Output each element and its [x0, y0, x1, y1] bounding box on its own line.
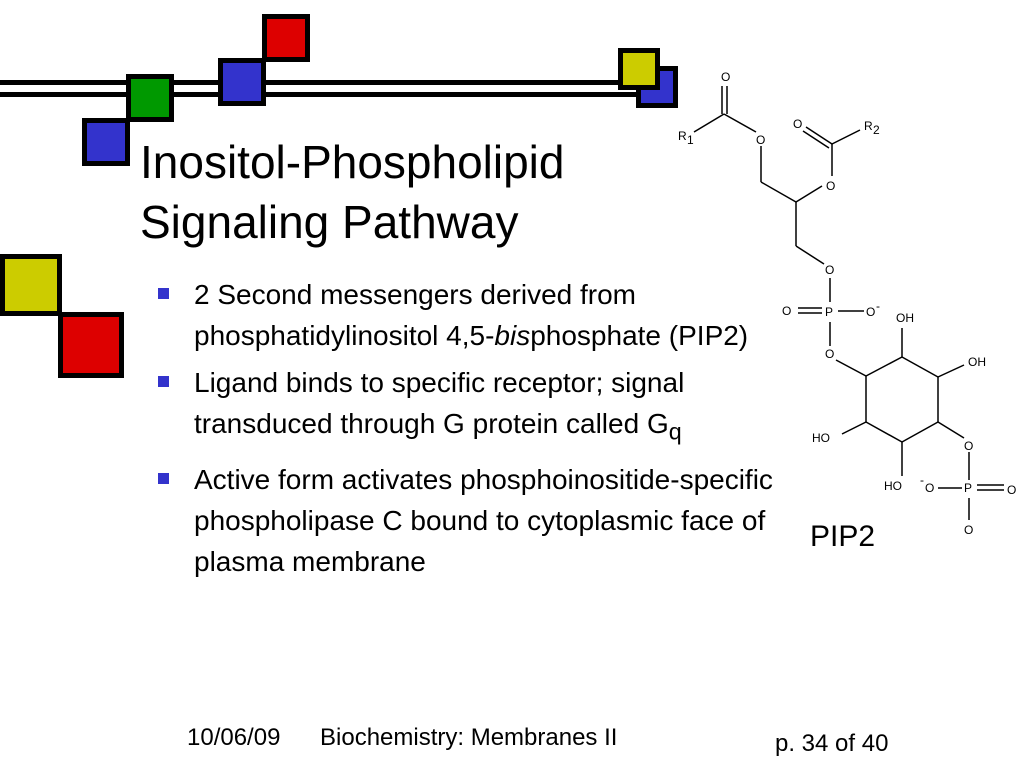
decor-square-red-left — [58, 312, 124, 378]
pip2-bonds — [693, 86, 1004, 520]
atom-label: O — [1007, 483, 1016, 497]
figure-label: PIP2 — [810, 520, 876, 553]
bullet-text: Active form activates phosphoinositide-s… — [194, 463, 773, 577]
decor-square-green — [126, 74, 174, 122]
decor-square-blue-top — [218, 58, 266, 106]
bullet-list: 2 Second messengers derived from phospha… — [158, 274, 798, 588]
atom-label: OH — [896, 311, 914, 325]
atom-label: O — [925, 481, 934, 495]
atom-label: O — [866, 305, 875, 319]
atom-label: P — [825, 305, 833, 319]
atom-label: O — [782, 304, 791, 318]
decor-square-yellow-right — [618, 48, 660, 90]
bullet-item: Active form activates phosphoinositide-s… — [158, 459, 798, 582]
bullet-square-icon — [158, 376, 169, 387]
atom-label: O — [964, 523, 973, 537]
bullet-item: 2 Second messengers derived from phospha… — [158, 274, 798, 356]
atom-label: O — [964, 439, 973, 453]
bullet-square-icon — [158, 288, 169, 299]
atom-label: OH — [968, 355, 986, 369]
decor-square-yellow-left — [0, 254, 62, 316]
decor-line-bottom — [0, 92, 676, 97]
bullet-square-icon — [158, 472, 169, 484]
atom-label: O — [793, 117, 802, 131]
atom-label: HO — [812, 431, 830, 445]
pip2-atom-labels: O R 1 O O R 2 O O O P O - O OH OH HO O H… — [678, 70, 1016, 537]
atom-label: O — [826, 179, 835, 193]
slide-title: Inositol-Phospholipid Signaling Pathway — [140, 132, 565, 252]
pip2-structure-diagram: O R 1 O O R 2 O O O P O - O OH OH HO O H… — [678, 70, 1016, 537]
decor-square-red-top — [262, 14, 310, 62]
atom-label: O — [756, 133, 765, 147]
atom-label: O — [825, 347, 834, 361]
bullet-text: 2 Second messengers derived from phospha… — [194, 279, 636, 351]
bullet-subscript: q — [668, 418, 682, 445]
atom-label-subscript: 2 — [873, 123, 880, 137]
atom-label: O — [825, 263, 834, 277]
atom-label: O — [721, 70, 730, 84]
atom-label: R — [864, 119, 873, 133]
atom-label-superscript: - — [876, 299, 880, 313]
decor-line-top — [0, 80, 676, 85]
atom-label-subscript: 1 — [687, 133, 694, 147]
footer-page-number: p. 34 of 40 — [775, 730, 889, 757]
atom-label: P — [964, 481, 972, 495]
title-line-2: Signaling Pathway — [140, 196, 519, 248]
atom-label: HO — [884, 479, 902, 493]
bullet-text: phosphate (PIP2) — [530, 320, 749, 351]
bullet-text: Ligand binds to specific receptor; signa… — [194, 367, 685, 439]
footer-date: 10/06/09 — [187, 724, 281, 751]
atom-label: R — [678, 129, 687, 143]
bullet-text-italic: bis — [494, 320, 531, 351]
bullet-item: Ligand binds to specific receptor; signa… — [158, 362, 798, 453]
decor-square-blue-left — [82, 118, 130, 166]
atom-label-superscript: - — [920, 473, 924, 487]
footer-title: Biochemistry: Membranes II — [320, 724, 618, 751]
title-line-1: Inositol-Phospholipid — [140, 136, 565, 188]
